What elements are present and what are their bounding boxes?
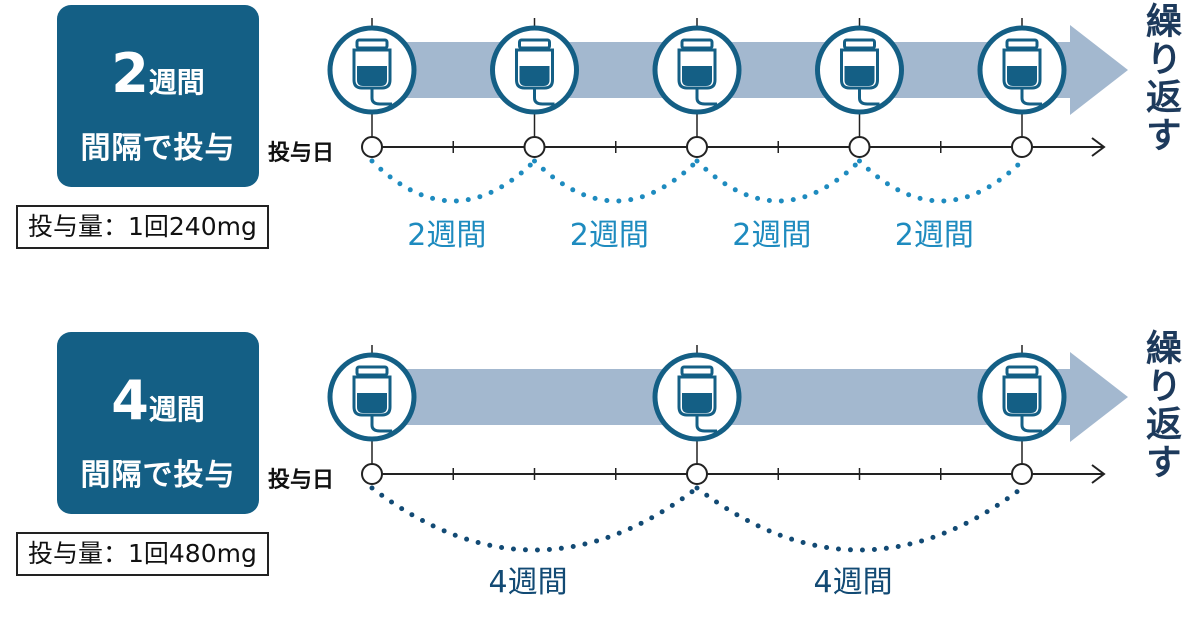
dose-day-marker [1011, 136, 1033, 158]
iv-drip-bag-icon [490, 25, 579, 115]
schedule-4-weeks: 4週間 間隔で投与 投与量：1回480mg 投与日 繰り返す 4週間 4週間 [0, 327, 1200, 624]
dose-day-marker [361, 136, 383, 158]
iv-drip-bag-icon [327, 352, 417, 442]
interval-arc [857, 158, 1025, 204]
interval-arc [369, 158, 537, 204]
iv-drip-bag-icon [652, 25, 742, 115]
iv-drip-bag-icon [977, 25, 1067, 115]
interval-label: 2週間 [569, 218, 649, 253]
badge-subtitle: 間隔で投与 [80, 131, 236, 166]
interval-arc [694, 485, 1025, 553]
dose-day-marker [686, 136, 708, 158]
dose-box: 投与量：1回480mg [16, 532, 269, 576]
interval-arc [369, 485, 700, 553]
interval-badge: 4週間 間隔で投与 [57, 332, 259, 514]
interval-label: 2週間 [894, 218, 974, 253]
dose-day-marker [686, 463, 708, 485]
interval-arc [532, 158, 700, 204]
interval-label: 2週間 [732, 218, 812, 253]
dose-day-label: 投与日 [268, 468, 335, 493]
repeat-label: 繰り返す [1140, 329, 1181, 481]
interval-badge: 2週間 間隔で投与 [57, 5, 259, 187]
badge-unit: 週間 [148, 393, 205, 426]
dose-day-marker [361, 463, 383, 485]
dose-day-marker [523, 136, 546, 158]
dose-day-marker [1011, 463, 1033, 485]
timeline [327, 18, 1128, 204]
axis-arrowhead [1091, 137, 1106, 157]
timeline [327, 345, 1128, 553]
dose-day-label: 投与日 [268, 141, 335, 166]
interval-label: 2週間 [407, 218, 487, 253]
iv-drip-bag-icon [652, 352, 742, 442]
dose-day-marker [848, 136, 871, 158]
dose-box: 投与量：1回240mg [16, 205, 269, 249]
axis-arrowhead [1091, 464, 1106, 484]
interval-arc [694, 158, 862, 204]
repeat-label: 繰り返す [1140, 2, 1181, 154]
badge-number: 4 [111, 369, 149, 432]
iv-drip-bag-icon [815, 25, 904, 115]
badge-number: 2 [111, 42, 149, 105]
iv-drip-bag-icon [327, 25, 417, 115]
badge-subtitle: 間隔で投与 [80, 458, 236, 493]
repeat-arrow [372, 352, 1128, 442]
iv-drip-bag-icon [977, 352, 1067, 442]
badge-unit: 週間 [148, 66, 205, 99]
interval-label: 4週間 [488, 565, 568, 600]
interval-label: 4週間 [813, 565, 893, 600]
